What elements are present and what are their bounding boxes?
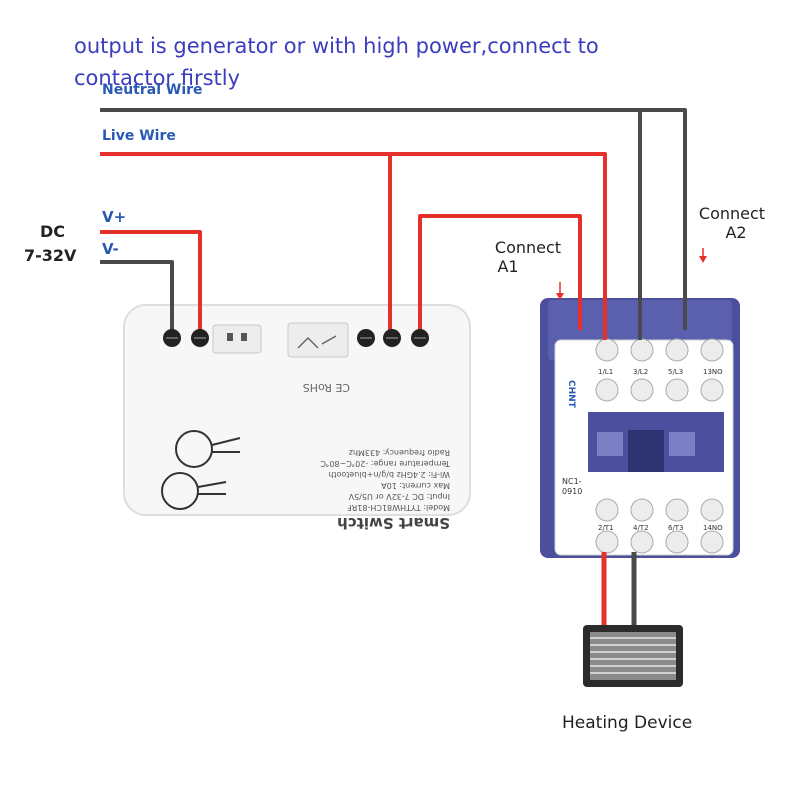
live-wire-label: Live Wire bbox=[102, 128, 176, 144]
contactor-model-line2: 0910 bbox=[562, 487, 582, 496]
instruction-heading: output is generator or with high power,c… bbox=[74, 30, 674, 94]
module-certs-text: CE RoHS bbox=[303, 381, 350, 394]
dc-voltage-label: 7-32V bbox=[24, 246, 77, 265]
module-model-text: Model: TYTHW81CH-81RF bbox=[347, 503, 450, 512]
module-radio-text: Radio frequency: 433Mhz bbox=[349, 448, 450, 457]
v-minus-wire bbox=[100, 260, 174, 330]
module-screw-terminals bbox=[163, 329, 429, 347]
module-current-text: Max current: 10A bbox=[381, 481, 450, 490]
v-minus-label: V- bbox=[102, 240, 119, 258]
neutral-wire bbox=[100, 108, 687, 340]
contactor-brand: CHNT bbox=[566, 380, 576, 409]
connect-a1-text: Connect bbox=[494, 238, 562, 257]
terminal-l2-label: 3/L2 bbox=[633, 368, 648, 376]
instruction-line-2: contactor firstly bbox=[74, 66, 241, 90]
connect-a2-terminal: A2 bbox=[725, 223, 747, 242]
terminal-l1-label: 1/L1 bbox=[598, 368, 613, 376]
connect-a1-label: Connect A1 bbox=[488, 238, 568, 276]
module-input-text: Input: DC 7-32V or U5/5V bbox=[348, 492, 450, 501]
connect-a1-terminal: A1 bbox=[497, 257, 519, 276]
instruction-line-1: output is generator or with high power,c… bbox=[74, 34, 599, 58]
contactor: 1/L1 3/L2 5/L3 13NO 2/T1 4/T2 6/T3 14NO … bbox=[540, 298, 740, 558]
contactor-model-line1: NC1- bbox=[562, 477, 582, 486]
module-title-text: Smart Switch bbox=[337, 514, 450, 532]
terminal-t2-label: 4/T2 bbox=[633, 524, 649, 532]
terminal-l3-label: 5/L3 bbox=[668, 368, 683, 376]
heating-device-label: Heating Device bbox=[562, 713, 693, 733]
down-arrow-icon bbox=[556, 282, 564, 300]
v-plus-wire bbox=[100, 230, 202, 330]
neutral-wire-label: Neutral Wire bbox=[102, 82, 203, 98]
module-temperature-text: Temperature range: -20℃~80℃ bbox=[320, 459, 451, 468]
down-arrow-icon bbox=[699, 248, 707, 263]
connect-a2-label: Connect A2 bbox=[690, 204, 774, 242]
dc-label: DC bbox=[40, 222, 66, 241]
terminal-t1-label: 2/T1 bbox=[598, 524, 614, 532]
relay-to-a1-wire bbox=[418, 214, 582, 330]
smart-switch-module: Model: TYTHW81CH-81RF Input: DC 7-32V or… bbox=[123, 304, 471, 532]
pairing-button-icon bbox=[161, 430, 241, 510]
terminal-14no-label: 14NO bbox=[703, 524, 723, 532]
terminal-13no-label: 13NO bbox=[703, 368, 723, 376]
live-wire bbox=[100, 152, 607, 340]
terminal-t3-label: 6/T3 bbox=[668, 524, 684, 532]
module-wifi-text: Wi-Fi: 2.4GHz b/g/n+bluetooth bbox=[328, 470, 450, 479]
v-plus-label: V+ bbox=[102, 208, 127, 226]
connect-a2-text: Connect bbox=[698, 204, 766, 223]
heating-device-icon bbox=[583, 625, 683, 687]
